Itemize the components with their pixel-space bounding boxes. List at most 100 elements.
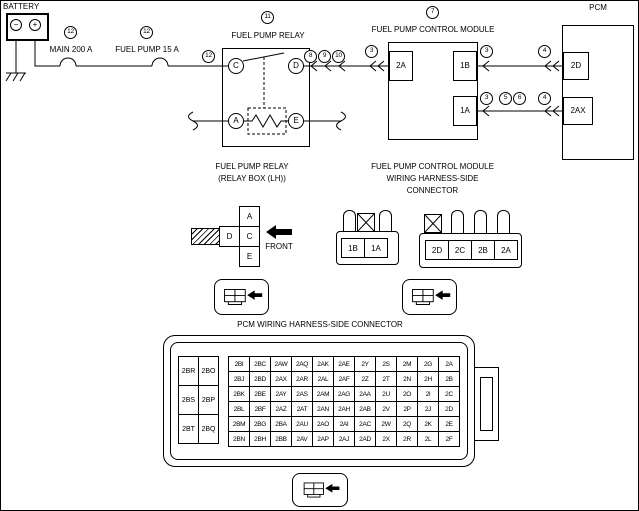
module-connector-pin-cell: 2B bbox=[471, 240, 495, 260]
pcm-pin-cell: 2AJ bbox=[334, 432, 355, 447]
pcm-view-iconbox bbox=[292, 473, 348, 507]
relay-connector-keyway bbox=[191, 228, 220, 245]
pcm-pin-cell: 2AI bbox=[334, 417, 355, 432]
pcm-pin-cell: 2AW bbox=[271, 357, 292, 372]
module-connector-pin-cell: 1A bbox=[364, 238, 388, 258]
relay-connector-title-1: FUEL PUMP RELAY bbox=[215, 162, 289, 171]
pcm-pin-cell: 2AR bbox=[292, 372, 313, 387]
callout-3-1a: 3 bbox=[480, 92, 493, 105]
connector-chevrons-bottom bbox=[482, 105, 560, 117]
pcm-pin-cell: 2AC bbox=[355, 417, 376, 432]
relay-terminal-c: C bbox=[228, 58, 244, 74]
battery-positive-terminal: + bbox=[29, 19, 41, 31]
module-connector-pin-cell: 2A bbox=[494, 240, 518, 260]
pcm-pin-cell: 2BF bbox=[250, 402, 271, 417]
pcm-pin-cell: 2H bbox=[418, 372, 439, 387]
pcm-pin-cell: 2BS bbox=[179, 386, 199, 415]
pcm-pin-cell: 2AY bbox=[271, 387, 292, 402]
relay-view-iconbox bbox=[214, 279, 269, 315]
relay-coil-dashed-box bbox=[247, 107, 287, 135]
pcm-pin-cell: 2T bbox=[376, 372, 397, 387]
pcm-pin-cell: 2AS bbox=[292, 387, 313, 402]
pcm-pin-cell: 2BJ bbox=[229, 372, 250, 387]
callout-6: 6 bbox=[513, 92, 526, 105]
connector-view-icon bbox=[412, 289, 451, 305]
callout-5: 5 bbox=[499, 92, 512, 105]
pcm-pin-cell: 2E bbox=[439, 417, 460, 432]
relay-terminal-e: E bbox=[288, 113, 304, 129]
battery-label: BATTERY bbox=[3, 2, 40, 11]
connector1-keyway-box bbox=[357, 213, 375, 232]
connector-chevrons-8-9-10 bbox=[310, 60, 346, 72]
relay-connector-cell-e: E bbox=[239, 246, 260, 267]
relay-connector-title-2: (RELAY BOX (LH)) bbox=[218, 174, 286, 183]
battery-negative-terminal: − bbox=[10, 19, 22, 31]
pcm-pin-cell: 2BH bbox=[250, 432, 271, 447]
pcm-pin-cell: 2L bbox=[418, 432, 439, 447]
module-title: FUEL PUMP CONTROL MODULE bbox=[371, 25, 495, 34]
pcm-pin-cell: 2BP bbox=[199, 386, 219, 415]
module-pin-1b: 1B bbox=[453, 51, 477, 81]
front-label: FRONT bbox=[265, 242, 293, 251]
pcm-pin-cell: 2AL bbox=[313, 372, 334, 387]
module-connector-pin-cell: 2C bbox=[448, 240, 472, 260]
pcm-connector-inner bbox=[170, 342, 468, 460]
module-view-iconbox bbox=[402, 279, 457, 315]
pcm-pin-cell: 2O bbox=[397, 387, 418, 402]
pcm-pin-cell: 2AM bbox=[313, 387, 334, 402]
relay-connector-cell-a: A bbox=[239, 206, 260, 227]
pcm-pin-cell: 2C bbox=[439, 387, 460, 402]
front-arrow-icon bbox=[266, 225, 292, 239]
connector-chevrons-module bbox=[369, 60, 385, 72]
main-fuse-label: MAIN 200 A bbox=[49, 45, 93, 54]
connector-view-icon bbox=[303, 482, 340, 498]
wire-break-right bbox=[336, 111, 346, 131]
pcm-pin-cell: 2D bbox=[439, 402, 460, 417]
pcm-pin-cell: 2W bbox=[376, 417, 397, 432]
pcm-pin-cell: 2AF bbox=[334, 372, 355, 387]
pcm-pin-cell: 2S bbox=[376, 357, 397, 372]
wire-battery-to-relay bbox=[34, 41, 229, 67]
module-connector-title-3: CONNECTOR bbox=[406, 186, 459, 195]
pcm-pin-cell: 2P bbox=[397, 402, 418, 417]
pump-fuse-label: FUEL PUMP 15 A bbox=[115, 45, 179, 54]
pcm-pin-cell: 2BT bbox=[179, 415, 199, 444]
pcm-pin-cell: 2AO bbox=[313, 417, 334, 432]
pcm-pin-2ax: 2AX bbox=[563, 97, 593, 125]
pcm-pin-cell: 2V bbox=[376, 402, 397, 417]
pcm-pin-cell: 2Z bbox=[355, 372, 376, 387]
pcm-pin-cell: 2AD bbox=[355, 432, 376, 447]
pcm-pin-cell: 2AK bbox=[313, 357, 334, 372]
pcm-pin-cell: 2AB bbox=[355, 402, 376, 417]
pcm-pin-cell: 2AV bbox=[292, 432, 313, 447]
pcm-pin-cell: 2F bbox=[439, 432, 460, 447]
pcm-pin-cell: 2BR bbox=[179, 357, 199, 386]
pcm-pin-cell: 2BE bbox=[250, 387, 271, 402]
pcm-pin-cell: 2U bbox=[376, 387, 397, 402]
pcm-pin-cell: 2BO bbox=[199, 357, 219, 386]
pcm-pin-cell: 2AX bbox=[271, 372, 292, 387]
wire-break-left bbox=[188, 111, 198, 131]
module-connector-pin-cell: 2D bbox=[425, 240, 449, 260]
connector2-prong bbox=[451, 210, 464, 233]
connector2-prong bbox=[474, 210, 487, 233]
relay-box bbox=[222, 48, 310, 147]
connector-chevrons-top bbox=[482, 60, 560, 72]
pcm-pin-cell: 2J bbox=[418, 402, 439, 417]
pcm-pin-cell: 2AA bbox=[355, 387, 376, 402]
pcm-pin-cell: 2Y bbox=[355, 357, 376, 372]
pcm-pin-cell: 2AP bbox=[313, 432, 334, 447]
pcm-pin-cell: 2AQ bbox=[292, 357, 313, 372]
pcm-pin-cell: 2A bbox=[439, 357, 460, 372]
pcm-pin-cell: 2AU bbox=[292, 417, 313, 432]
callout-3-module: 3 bbox=[365, 45, 378, 58]
pcm-connector-tab-inner bbox=[480, 377, 493, 431]
pcm-pin-cell: 2BC bbox=[250, 357, 271, 372]
ground-symbol bbox=[5, 41, 26, 82]
pcm-pin-2d: 2D bbox=[563, 52, 589, 80]
pcm-pin-cell: 2BG bbox=[250, 417, 271, 432]
module-connector-title-1: FUEL PUMP CONTROL MODULE bbox=[371, 162, 494, 171]
